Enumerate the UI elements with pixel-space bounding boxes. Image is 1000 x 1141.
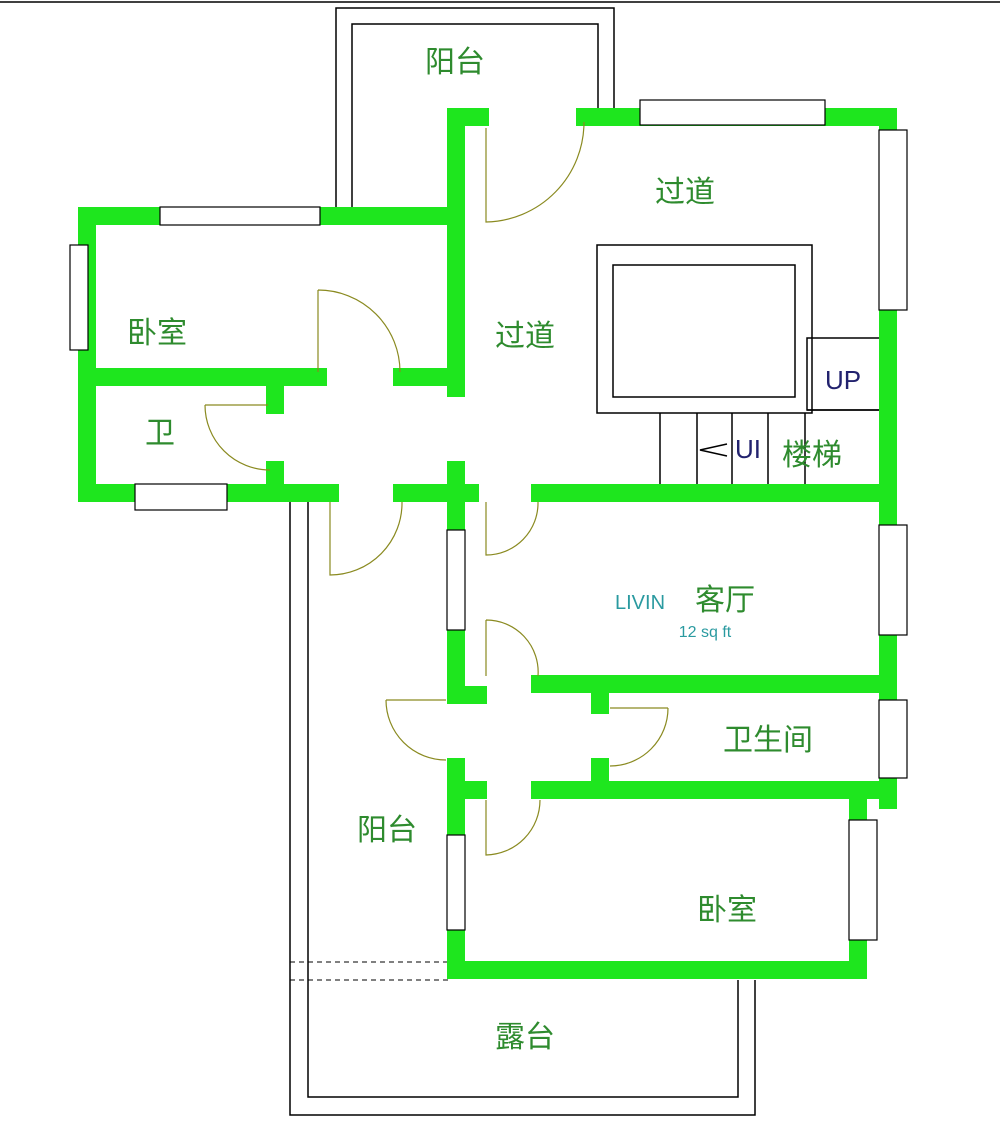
windows xyxy=(69,99,908,941)
label-corridor-top: 过道 xyxy=(655,175,715,210)
label-bathroom: 卫生间 xyxy=(723,723,813,758)
stair-well xyxy=(596,244,881,485)
label-stairs: 楼梯 xyxy=(782,438,842,473)
label-toilet-left: 卫 xyxy=(145,416,175,451)
terrace-outline xyxy=(289,502,756,1116)
label-stairs-up-partial: UI xyxy=(735,434,761,464)
label-living: 客厅 xyxy=(695,583,755,618)
label-corridor-mid: 过道 xyxy=(495,319,555,354)
label-balcony-lower: 阳台 xyxy=(357,813,417,848)
label-bedroom-left: 卧室 xyxy=(127,316,187,351)
balcony-top-outline xyxy=(335,7,615,207)
label-balcony-top: 阳台 xyxy=(425,45,485,80)
label-living-en: LIVIN xyxy=(615,592,665,614)
doors xyxy=(204,121,669,856)
label-bedroom-lower: 卧室 xyxy=(697,893,757,928)
label-terrace: 露台 xyxy=(495,1020,555,1055)
label-stairs-up: UP xyxy=(825,365,861,395)
label-living-area: 12 sq ft xyxy=(679,624,732,641)
